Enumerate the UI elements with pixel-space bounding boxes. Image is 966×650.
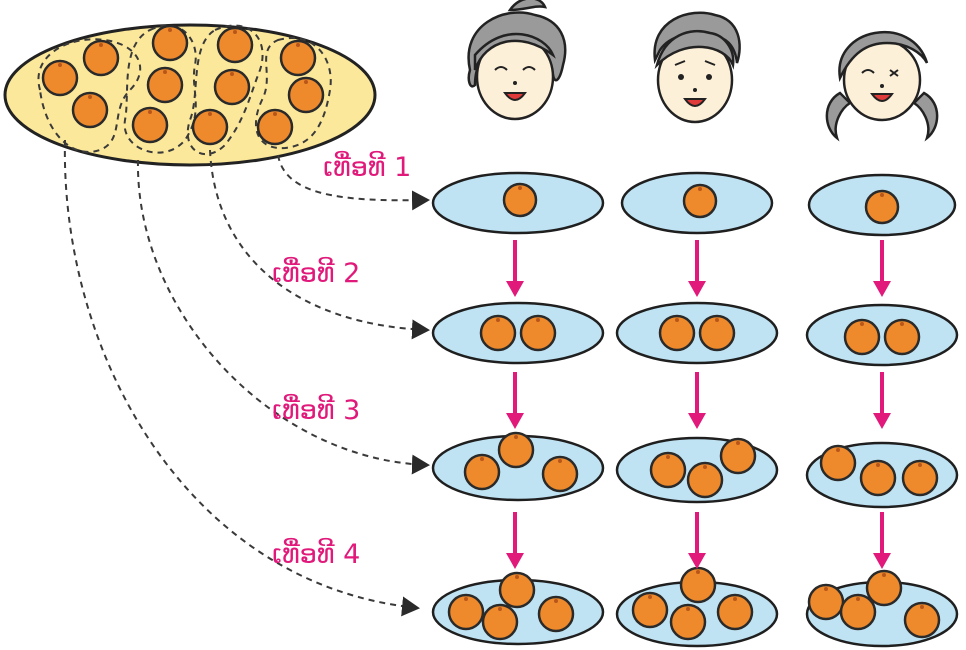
dashed-arrow-round-4 [63,139,420,617]
round-label-3: ເທື່ອທີ 3 [272,395,360,426]
plate-boy-round-2 [615,301,779,365]
source-orange [151,24,189,62]
child-face-boy [653,11,741,124]
round-label-4: ເທື່ອທີ 4 [272,539,360,570]
plate-boy-round-4 [615,566,779,648]
source-oranges [41,24,325,146]
plate-girl-pigtails-round-3 [805,441,959,509]
plate-girl-ponytail-round-1 [431,171,605,235]
source-orange [41,59,79,97]
source-orange [213,68,251,106]
plate-girl-pigtails-round-4 [805,569,959,648]
dashed-arrow-round-1 [277,154,430,211]
plate-girl-pigtails-round-2 [805,303,959,367]
plate-row-round-4 [431,566,959,648]
source-orange [82,39,120,77]
plate-row-round-1 [431,171,957,237]
source-orange [279,39,317,77]
pink-arrow [688,512,706,569]
plate-girl-pigtails-round-1 [807,173,957,237]
source-orange [287,76,325,114]
plate-row-round-2 [431,301,959,367]
pink-arrow [873,240,891,297]
distribution-arrows [63,139,430,617]
plate-boy-round-1 [620,171,774,235]
child-face-girl-pigtails [825,30,939,142]
round-label-1: ເທື່ອທີ 1 [323,152,411,183]
dashed-arrow-round-2 [209,149,430,340]
plate-girl-ponytail-round-3 [431,431,605,502]
source-orange [216,26,254,64]
round-labels: ເທື່ອທີ 1 ເທື່ອທີ 2 ເທື່ອທີ 3 ເທື່ອທີ 4 [272,152,411,570]
pink-arrow [688,240,706,297]
pink-arrow [506,512,524,569]
source-orange [71,91,109,129]
grouping-loops [37,24,332,156]
plate-girl-ponytail-round-2 [431,301,605,365]
source-orange [146,66,184,104]
source-orange [191,108,229,146]
source-orange [256,108,294,146]
plate-row-round-3 [431,431,959,509]
round-label-2: ເທື່ອທີ 2 [272,258,360,289]
pink-arrow [506,240,524,297]
source-orange [131,106,169,144]
dashed-arrow-round-3 [136,159,430,475]
pink-arrows [506,240,891,569]
plate-boy-round-3 [615,436,779,504]
pink-arrow [873,372,891,429]
source-plate [3,23,377,167]
pink-arrow [688,372,706,429]
child-face-girl-ponytail [467,0,567,121]
plate-girl-ponytail-round-4 [431,571,605,646]
pink-arrow [873,512,891,569]
pink-arrow [506,372,524,429]
